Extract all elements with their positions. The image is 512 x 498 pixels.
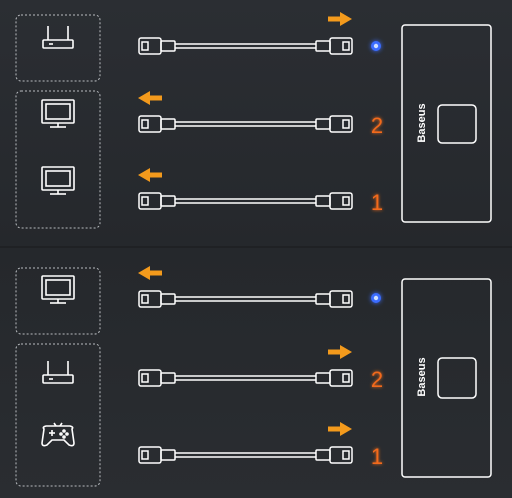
indicator-light-core: [373, 295, 379, 301]
section-2: 2 1 Baseus: [15, 266, 492, 487]
cable-row-6: 1: [138, 422, 383, 469]
arrow-right-icon: [328, 345, 352, 359]
device-group-box: [15, 14, 101, 82]
port-number: 1: [371, 444, 383, 469]
switch-device: Baseus: [401, 278, 492, 478]
cable-row-4: [138, 266, 381, 308]
monitor-icon: [41, 166, 75, 195]
device-group-box: [15, 343, 101, 487]
router-icon: [42, 361, 74, 384]
gamepad-icon: [41, 422, 75, 447]
port-number: 2: [371, 113, 383, 138]
brand-label: Baseus: [416, 103, 428, 142]
router-icon: [42, 26, 74, 49]
cable-row-3: 1: [138, 168, 383, 215]
hdmi-cable-icon: [138, 290, 353, 308]
brand-label: Baseus: [416, 357, 428, 396]
switch-button-icon: [437, 357, 477, 399]
hdmi-cable-icon: [138, 37, 353, 55]
monitor-icon: [41, 275, 75, 304]
device-group-box: [15, 267, 101, 335]
arrow-left-icon: [138, 168, 162, 182]
section-1: 2 1 Baseus: [15, 12, 492, 229]
device-group-box: [15, 90, 101, 229]
switch-button-icon: [437, 104, 477, 144]
port-number: 2: [371, 367, 383, 392]
arrow-left-icon: [138, 91, 162, 105]
hdmi-cable-icon: [138, 115, 353, 133]
cable-row-2: 2: [138, 91, 383, 138]
cable-row-5: 2: [138, 345, 383, 392]
arrow-right-icon: [328, 422, 352, 436]
hdmi-cable-icon: [138, 192, 353, 210]
hdmi-cable-icon: [138, 446, 353, 464]
switch-device: Baseus: [401, 24, 492, 223]
cable-row-1: [138, 12, 381, 55]
hdmi-cable-icon: [138, 369, 353, 387]
section-divider: [0, 246, 512, 248]
arrow-right-icon: [328, 12, 352, 26]
indicator-light-core: [373, 43, 379, 49]
arrow-left-icon: [138, 266, 162, 280]
monitor-icon: [41, 99, 75, 128]
port-number: 1: [371, 190, 383, 215]
